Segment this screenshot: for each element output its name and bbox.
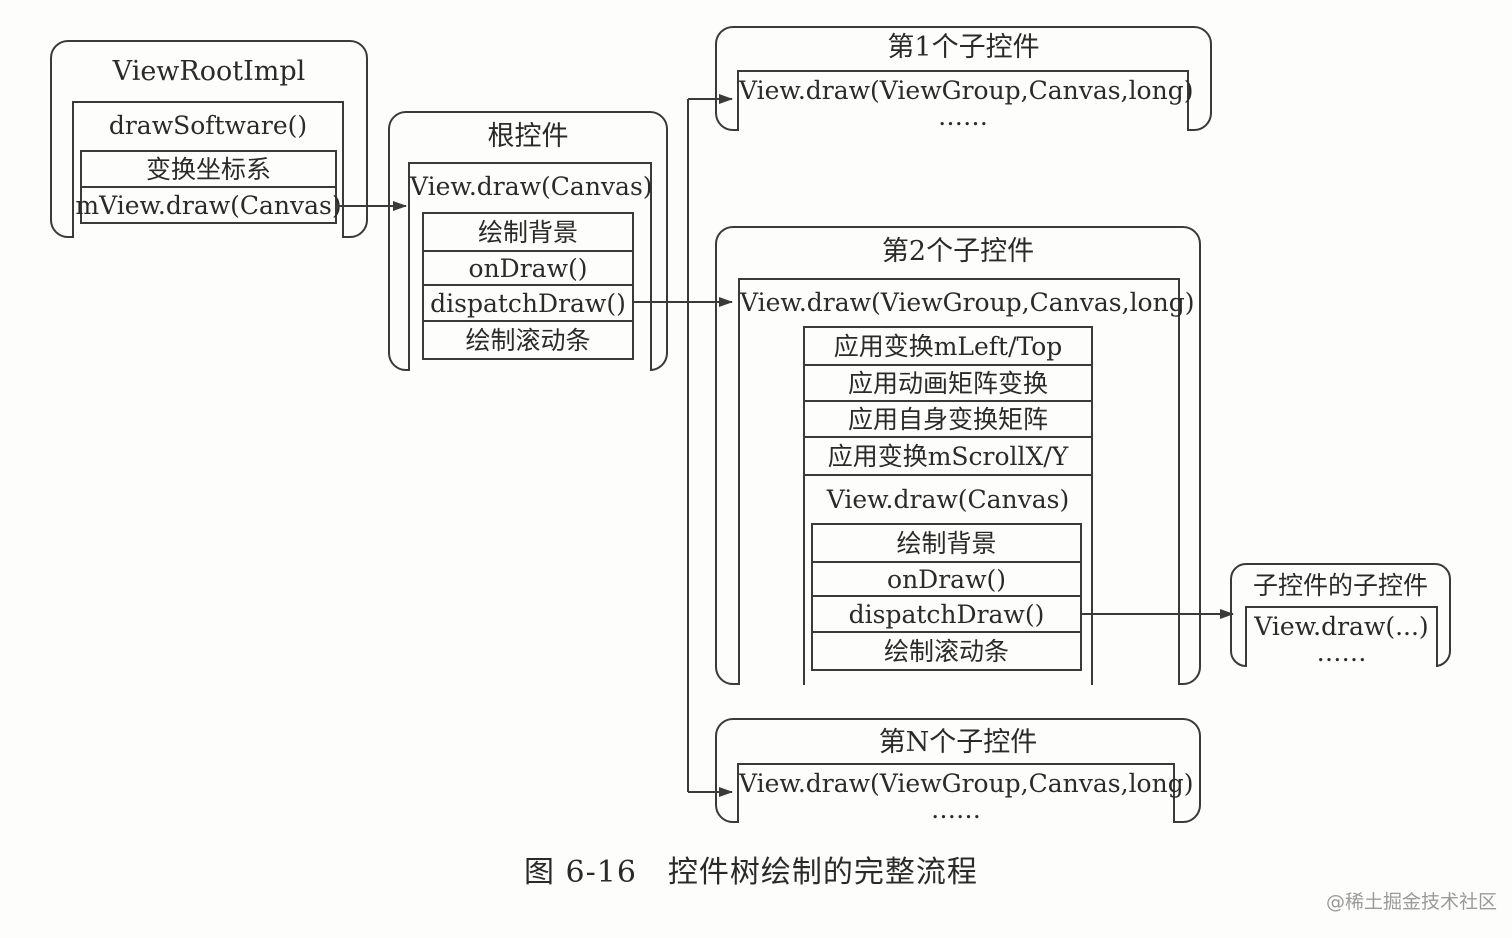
root-control-method: View.draw(Canvas) bbox=[410, 172, 653, 201]
viewroot-step: mView.draw(Canvas) bbox=[75, 186, 342, 224]
root-control-title: 根控件 bbox=[487, 121, 569, 152]
child2-inner-step: 绘制滚动条 bbox=[811, 631, 1082, 671]
child2-inner-step: dispatchDraw() bbox=[811, 595, 1082, 633]
grandchild-title: 子控件的子控件 bbox=[1252, 571, 1428, 600]
child2-inner-method: View.draw(Canvas) bbox=[826, 485, 1070, 514]
child2-inner-step: 绘制背景 bbox=[811, 523, 1082, 563]
root-step: onDraw() bbox=[422, 250, 634, 286]
watermark: @稀土掘金技术社区 bbox=[1326, 891, 1498, 913]
child2-method: View.draw(ViewGroup,Canvas,long) bbox=[740, 288, 1195, 317]
grandchild-method: View.draw(...) bbox=[1254, 612, 1429, 641]
root-step: 绘制背景 bbox=[422, 212, 634, 252]
childN-method: View.draw(ViewGroup,Canvas,long) bbox=[739, 769, 1194, 798]
drawsoftware-label: drawSoftware() bbox=[108, 111, 308, 140]
child1-method: View.draw(ViewGroup,Canvas,long) bbox=[739, 76, 1194, 105]
childN-title: 第N个子控件 bbox=[878, 727, 1038, 758]
root-step: dispatchDraw() bbox=[422, 284, 634, 322]
childN-ellipsis: …… bbox=[931, 795, 981, 824]
child1-ellipsis: …… bbox=[938, 102, 988, 131]
figure-caption: 图 6-16 控件树绘制的完整流程 bbox=[524, 855, 978, 890]
childN-frame: View.draw(ViewGroup,Canvas,long) …… bbox=[737, 763, 1194, 824]
child2-title: 第2个子控件 bbox=[881, 236, 1035, 267]
viewrootimpl-title: ViewRootImpl bbox=[112, 56, 306, 87]
child2-transform-step: 应用变换mScrollX/Y bbox=[803, 436, 1093, 476]
child1-title: 第1个子控件 bbox=[887, 32, 1040, 63]
grandchild-ellipsis: …… bbox=[1316, 638, 1367, 667]
root-step: 绘制滚动条 bbox=[422, 320, 634, 360]
grandchild-frame: View.draw(...) …… bbox=[1245, 606, 1438, 667]
child1-frame: View.draw(ViewGroup,Canvas,long) …… bbox=[737, 70, 1194, 131]
child2-inner-step: onDraw() bbox=[811, 561, 1082, 597]
